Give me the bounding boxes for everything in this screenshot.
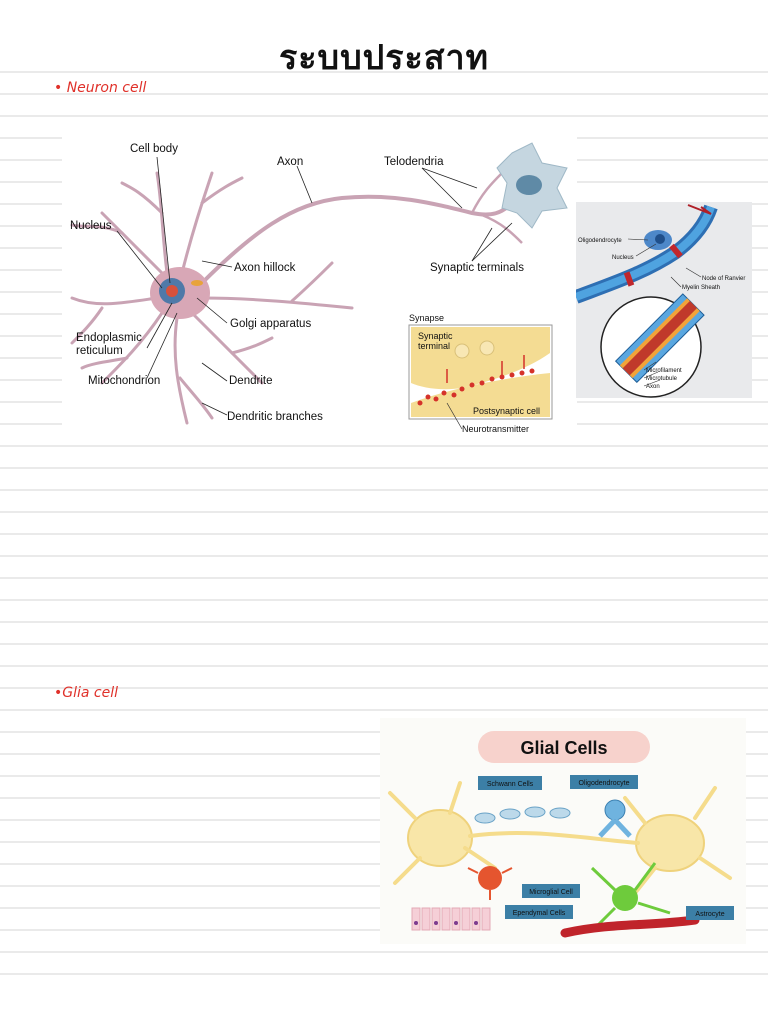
myelin-label-oligodendrocyte: Oligodendrocyte <box>578 238 622 244</box>
label-dendritic-branches: Dendritic branches <box>227 411 323 423</box>
label-postsynaptic: Postsynaptic cell <box>473 406 540 416</box>
myelin-label-myelin-sheath: Myelin Sheath <box>682 285 720 291</box>
page-title: ระบบประสาท <box>278 38 490 78</box>
glial-tag-ependymal: Ependymal Cells <box>513 910 566 917</box>
label-er-1: Endoplasmic <box>76 332 142 344</box>
label-cell-body: Cell body <box>130 143 178 155</box>
label-mitochondrion: Mitochondrion <box>88 375 160 387</box>
label-synaptic-terminals: Synaptic terminals <box>430 262 524 274</box>
label-neurotransmitter: Neurotransmitter <box>462 424 529 434</box>
label-axon-hillock: Axon hillock <box>234 262 296 274</box>
myelin-label-nucleus: Nucleus <box>612 255 634 261</box>
label-er-2: reticulum <box>76 345 123 357</box>
label-synaptic-terminal-1: Synaptic <box>418 331 453 341</box>
label-synaptic-terminal-2: terminal <box>418 341 450 351</box>
section-heading-neuron: • Neuron cell <box>54 80 147 96</box>
neuron-diagram: Cell body Axon Telodendria Nucleus Axon … <box>62 133 577 438</box>
synapse-inset: Synapse Synaptic terminal Postsynaptic c… <box>408 313 553 434</box>
label-nucleus: Nucleus <box>70 220 112 232</box>
glial-tag-microglial: Microglial Cell <box>529 889 573 896</box>
myelin-label-node-ranvier: Node of Ranvier <box>702 276 745 282</box>
glial-tag-astrocyte: Astrocyte <box>695 911 724 918</box>
glial-title: Glial Cells <box>520 738 607 758</box>
label-dendrite: Dendrite <box>229 375 272 387</box>
glial-tag-oligodendrocyte: Oligodendrocyte <box>579 780 630 787</box>
glial-tag-schwann: Schwann Cells <box>487 781 534 788</box>
label-synapse: Synapse <box>409 313 444 323</box>
myelin-label-microfilament: Microfilament <box>646 368 682 374</box>
glial-cells-diagram: Glial Cells Schwann Cells Oligodendrocyt… <box>380 718 746 944</box>
label-axon: Axon <box>277 156 303 168</box>
myelin-label-axon: Axon <box>646 384 660 390</box>
label-golgi: Golgi apparatus <box>230 318 311 330</box>
label-telodendria: Telodendria <box>384 156 444 168</box>
section-heading-glia: •Glia cell <box>54 685 119 701</box>
myelin-label-microtubule: Microtubule <box>646 376 678 382</box>
myelin-diagram: Oligodendrocyte Nucleus Node of Ranvier … <box>576 202 752 398</box>
